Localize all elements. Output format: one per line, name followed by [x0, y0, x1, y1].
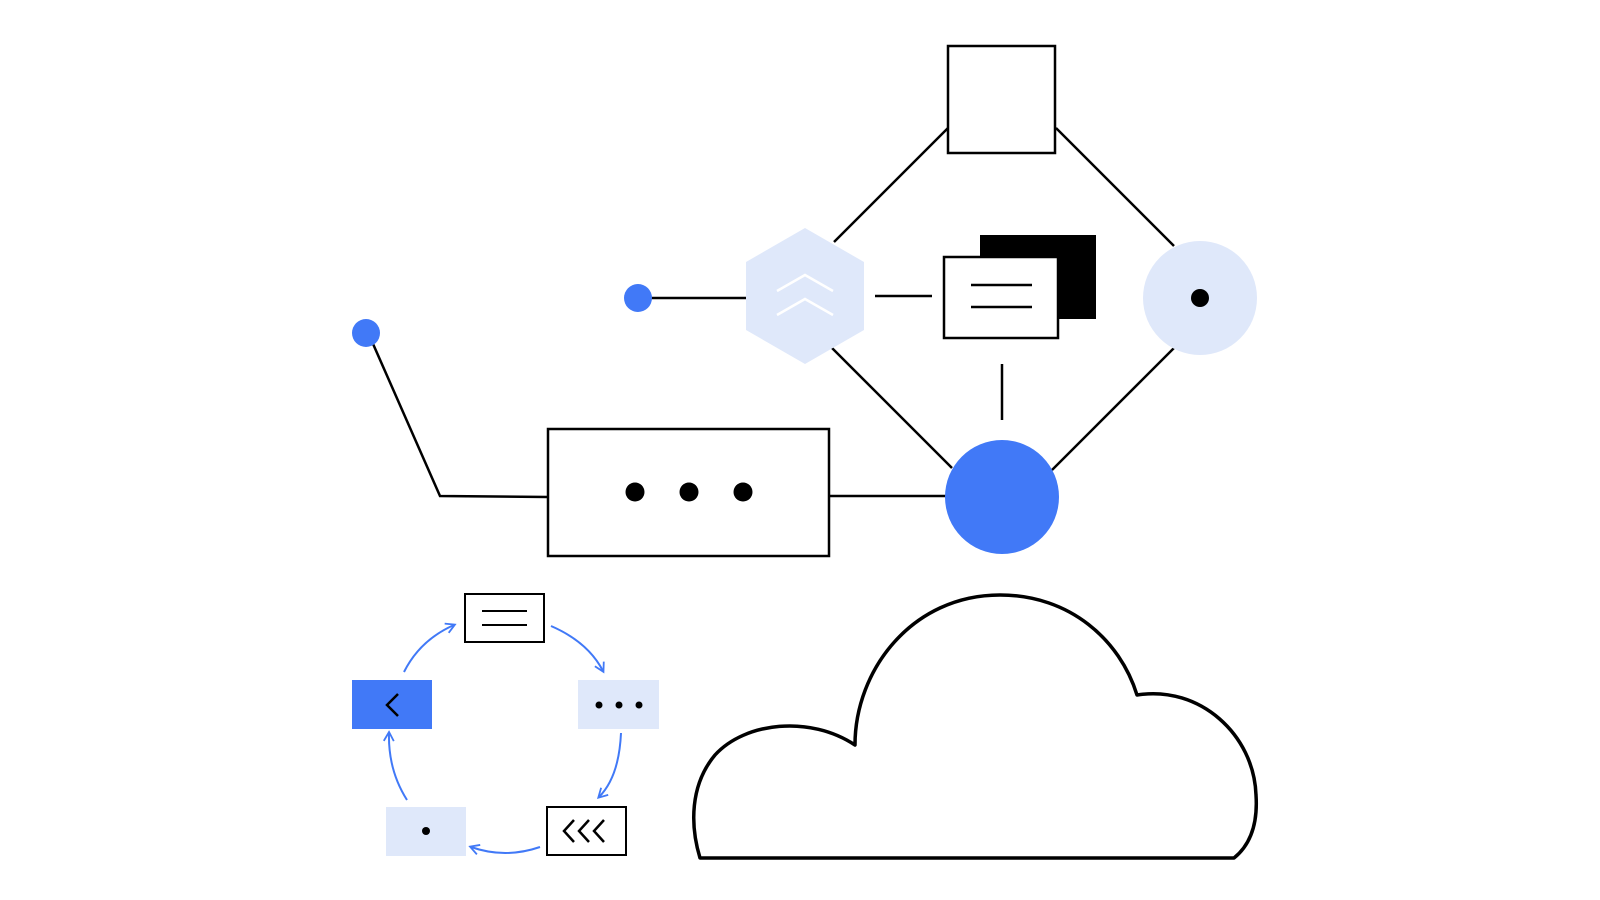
cloud-icon: [692, 593, 1259, 860]
cycle-doc-node: [464, 593, 545, 643]
text-lines-icon: [971, 283, 1032, 309]
hexagon-node: [746, 228, 864, 364]
cycle-back-node: [352, 680, 432, 729]
target-circle-node: [1143, 241, 1257, 355]
cycle-arrows: [383, 622, 622, 855]
text-lines-icon: [482, 610, 527, 626]
connector-square-target: [1055, 127, 1175, 247]
cycle-doc-box: [464, 593, 545, 643]
mid-endpoint-dot: [624, 284, 652, 312]
connector-left-endpoint-box: [368, 336, 549, 499]
ellipsis-icon: [625, 482, 753, 502]
top-square: [946, 44, 1057, 155]
cycle-arrow-4: [468, 844, 541, 855]
cycle-rewind-box: [546, 806, 627, 856]
connector-target-hub: [1051, 347, 1175, 471]
left-endpoint-dot: [352, 319, 380, 347]
connector-square-hexagon: [833, 127, 949, 243]
cycle-arrow-2: [550, 625, 605, 674]
hexagon-shape: [746, 228, 864, 364]
hub-circle: [945, 440, 1059, 554]
ellipsis-icon: [595, 701, 643, 709]
stacked-documents: [942, 235, 1096, 340]
center-dot-icon: [422, 827, 430, 835]
cycle-arrow-1: [403, 622, 457, 673]
cycle-rewind-node: [546, 806, 627, 856]
cycle-arrow-3: [596, 732, 622, 800]
chevron-left-icon: [385, 693, 399, 717]
cycle-ellipsis-node: [578, 680, 659, 729]
cycle-loop: [352, 593, 659, 856]
double-chevron-up-icon: [776, 273, 834, 317]
connector-hexagon-hub: [831, 347, 953, 469]
front-document: [942, 255, 1060, 340]
diamond-connectors: [368, 127, 1175, 499]
ellipsis-box: [546, 427, 831, 558]
center-dot-icon: [1191, 289, 1209, 307]
triple-chevron-left-icon: [562, 819, 605, 843]
cycle-arrow-5: [383, 730, 408, 801]
cycle-back-box: [352, 680, 432, 729]
cycle-dot-node: [386, 807, 466, 856]
